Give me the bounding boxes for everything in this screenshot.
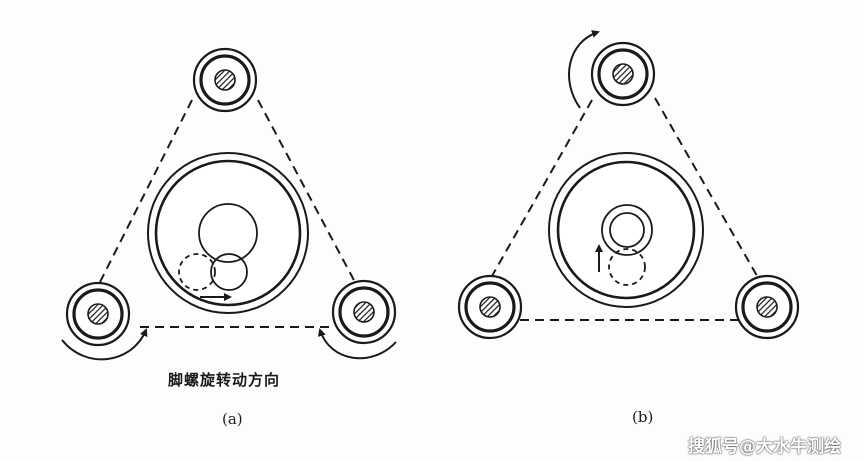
panel-a-right-rotation-arrow — [317, 328, 397, 360]
panel-b-top-foot-screw — [590, 41, 656, 107]
panel-b-triangle — [491, 97, 761, 321]
panel-a-circular-level — [147, 152, 309, 314]
panel-b-right-edge — [654, 97, 761, 282]
panel-b-circular-level — [548, 152, 704, 308]
panel-a-left-edge — [97, 99, 193, 287]
panel-a-right-edge — [257, 99, 357, 285]
panel-b-bubble-start — [608, 248, 646, 286]
panel-a-left-foot-screw — [65, 281, 131, 347]
panel-a-triangle — [97, 99, 357, 328]
panel-b-top-rotation-arrow — [568, 30, 600, 109]
panel-b-right-foot-screw — [734, 274, 800, 340]
panel-a — [61, 47, 397, 361]
panel-a-bubble-start — [178, 253, 216, 291]
panel-b-label: (b) — [632, 408, 654, 426]
panel-b-center-circle — [601, 204, 653, 256]
rotation-direction-caption: 脚螺旋转动方向 — [168, 371, 281, 389]
panel-b-left-foot-screw — [457, 274, 523, 340]
panel-a-center-circle — [198, 203, 258, 263]
panel-a-label: (a) — [222, 410, 243, 428]
panel-a-right-foot-screw — [331, 279, 397, 345]
panel-b-left-edge — [491, 99, 593, 277]
panel-a-bubble — [210, 253, 248, 291]
panel-a-top-foot-screw — [192, 47, 258, 113]
watermark: 搜狐号@大水牛测绘 — [688, 437, 841, 457]
panel-a-left-rotation-arrow — [61, 328, 148, 361]
panel-b — [457, 30, 800, 340]
panel-b-bubble — [609, 212, 645, 248]
